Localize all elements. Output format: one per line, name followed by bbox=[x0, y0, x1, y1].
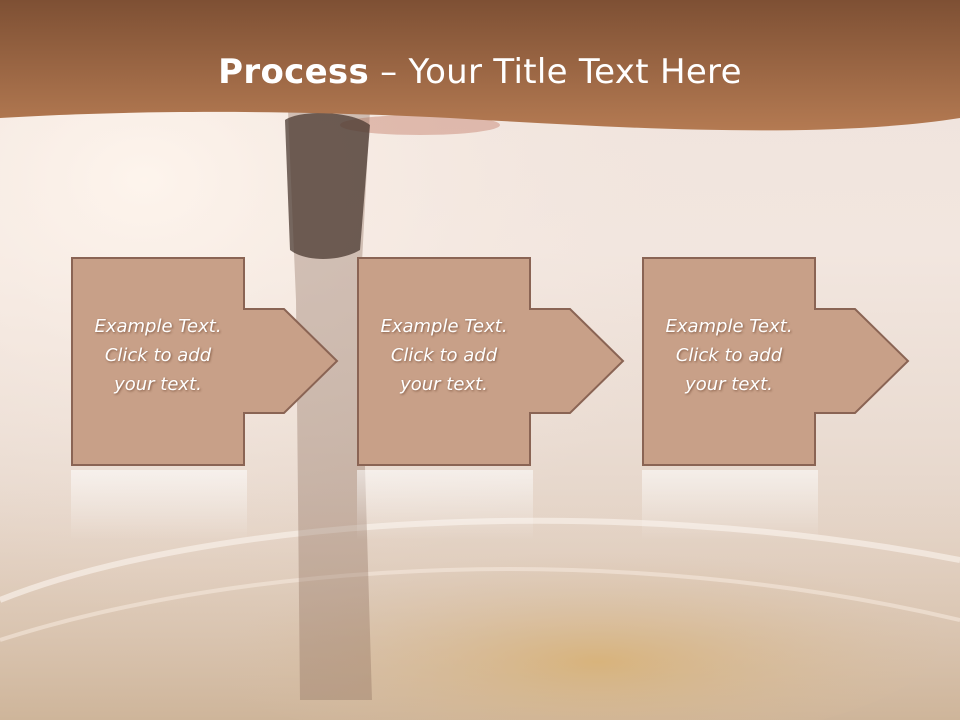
step-line: Click to add bbox=[104, 345, 212, 366]
process-step-1[interactable]: Example Text. Click to add your text. bbox=[71, 257, 361, 467]
step-reflection bbox=[357, 470, 533, 540]
process-step-2[interactable]: Example Text. Click to add your text. bbox=[357, 257, 647, 467]
step-text[interactable]: Example Text. Click to add your text. bbox=[642, 312, 816, 399]
step-text[interactable]: Example Text. Click to add your text. bbox=[71, 312, 245, 399]
step-reflection bbox=[642, 470, 818, 540]
step-line: Example Text. bbox=[94, 316, 222, 337]
step-line: your text. bbox=[685, 374, 773, 395]
step-line: Click to add bbox=[390, 345, 498, 366]
step-line: Example Text. bbox=[665, 316, 793, 337]
process-step-shape bbox=[71, 257, 339, 466]
process-step-shape bbox=[642, 257, 910, 466]
step-line: your text. bbox=[400, 374, 488, 395]
step-reflection bbox=[71, 470, 247, 540]
step-line: your text. bbox=[114, 374, 202, 395]
title-bold: Process bbox=[218, 52, 370, 92]
process-step-3[interactable]: Example Text. Click to add your text. bbox=[642, 257, 932, 467]
process-step-shape bbox=[357, 257, 625, 466]
step-line: Example Text. bbox=[380, 316, 508, 337]
title-rest: – Your Title Text Here bbox=[369, 52, 742, 92]
title-band bbox=[0, 0, 960, 131]
step-text[interactable]: Example Text. Click to add your text. bbox=[357, 312, 531, 399]
step-line: Click to add bbox=[675, 345, 783, 366]
page-title[interactable]: Process – Your Title Text Here bbox=[0, 52, 960, 92]
